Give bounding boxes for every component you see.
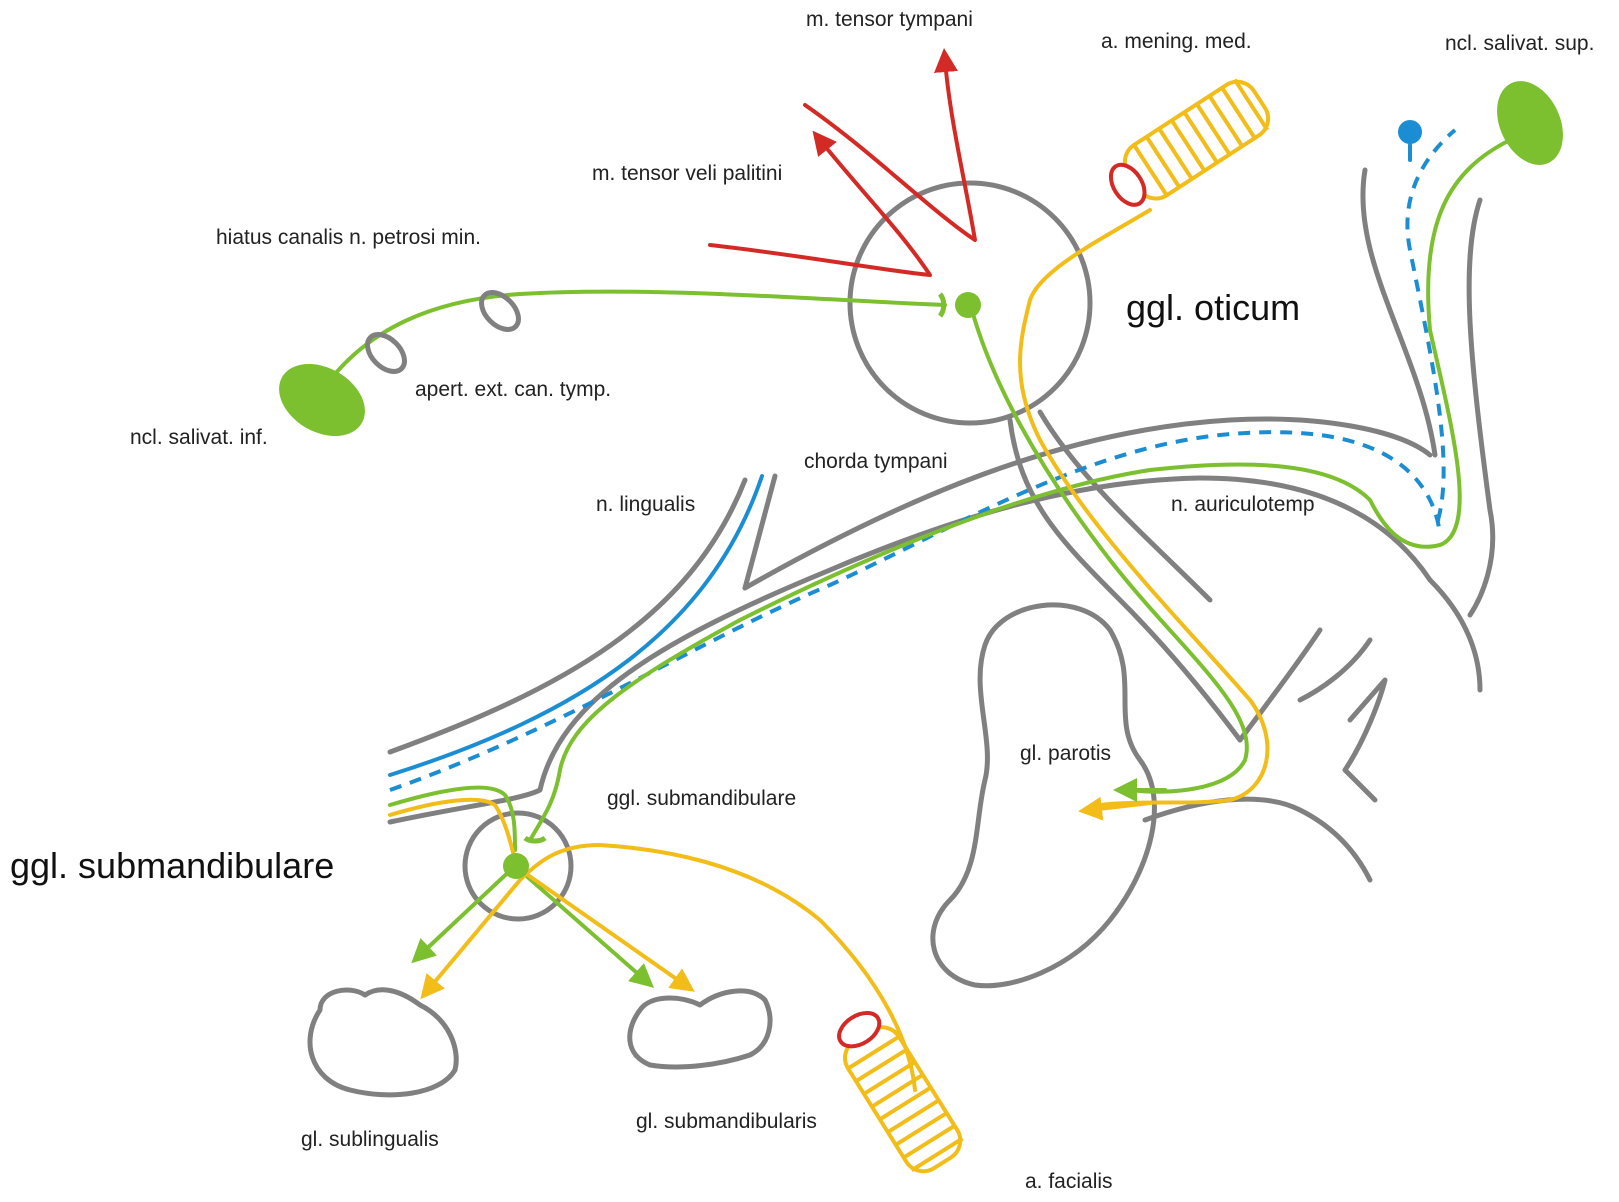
label-n-auriculotemp: n. auriculotemp xyxy=(1171,493,1315,516)
ncl-salivat-sup-icon xyxy=(1484,70,1576,175)
label-gl-parotis: gl. parotis xyxy=(1020,742,1111,765)
label-ggl-oticum: ggl. oticum xyxy=(1126,287,1300,328)
label-ggl-submand-small: ggl. submandibulare xyxy=(607,787,796,810)
submand-synapse-fork-icon xyxy=(525,838,545,841)
label-salivat-inf: ncl. salivat. inf. xyxy=(130,426,268,449)
taste-nucleus-icon xyxy=(1398,120,1422,144)
label-chorda-tympani: chorda tympani xyxy=(804,450,948,473)
label-tensor-veli: m. tensor veli palitini xyxy=(592,162,782,185)
postganglionic-fibers xyxy=(390,210,1267,1090)
apert-ext-foramen-icon xyxy=(361,328,412,379)
label-n-lingualis: n. lingualis xyxy=(596,493,695,516)
gl-parotis-outline xyxy=(933,605,1155,986)
label-a-facialis: a. facialis xyxy=(1025,1170,1113,1193)
label-ggl-submand-big: ggl. submandibulare xyxy=(10,845,334,886)
label-apert-ext: apert. ext. can. tymp. xyxy=(415,378,611,401)
label-hiatus: hiatus canalis n. petrosi min. xyxy=(216,226,481,249)
gl-sublingualis-outline xyxy=(310,990,456,1095)
label-gl-submandibularis: gl. submandibularis xyxy=(636,1110,817,1133)
a-mening-med-coil-icon xyxy=(1100,74,1276,217)
label-tensor-tympani: m. tensor tympani xyxy=(806,8,973,31)
submand-synapse-dot xyxy=(503,853,529,879)
preganglionic-fibers xyxy=(330,140,1510,980)
label-salivat-sup: ncl. salivat. sup. xyxy=(1445,32,1594,55)
label-mening-med: a. mening. med. xyxy=(1101,30,1252,53)
nerve-trunk-outlines xyxy=(390,170,1493,880)
gl-submandibularis-outline xyxy=(630,991,770,1067)
ncl-salivat-inf-icon xyxy=(266,349,378,450)
oticum-synapse-dot xyxy=(955,292,981,318)
label-gl-sublingualis: gl. sublingualis xyxy=(301,1128,439,1151)
